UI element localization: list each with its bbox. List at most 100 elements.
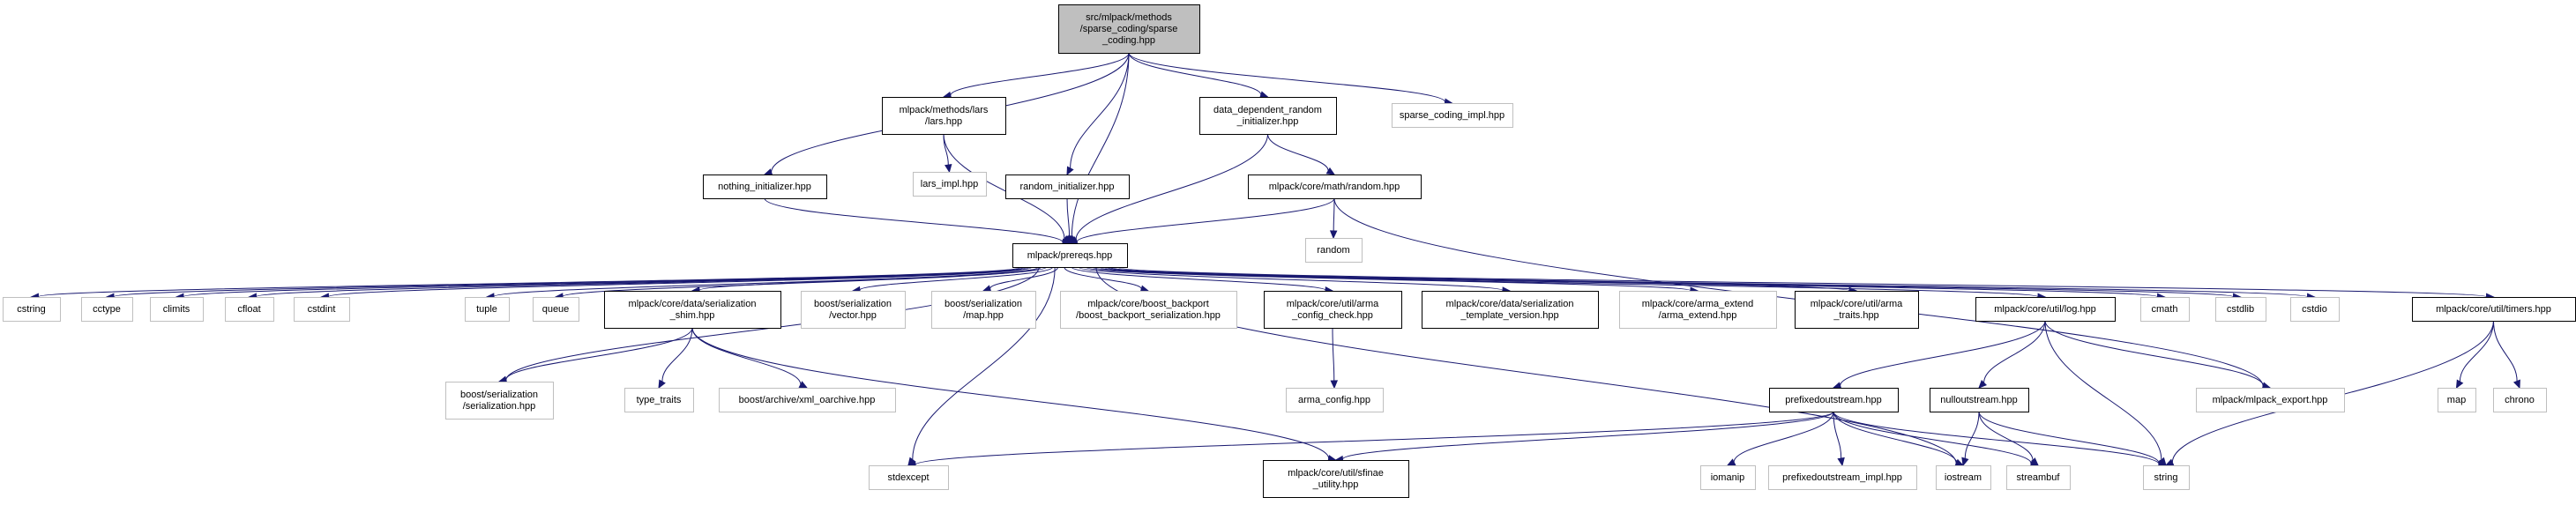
node-box	[703, 175, 827, 199]
node-nothing-initializer[interactable]: nothing_initializer.hpp	[703, 175, 827, 199]
edge-line	[1983, 320, 2046, 383]
node-arma-traits[interactable]: mlpack/core/util/arma_traits.hpp	[1795, 291, 1919, 329]
node-label-line: mlpack/core/math/random.hpp	[1269, 182, 1400, 192]
node-box	[294, 297, 350, 322]
node-prereqs[interactable]: mlpack/prereqs.hpp	[1012, 243, 1128, 268]
node-box	[2493, 388, 2547, 412]
node-label-line: boost/serialization	[945, 299, 1022, 309]
node-label-line: tuple	[476, 304, 497, 315]
edge-line	[1833, 411, 1958, 464]
node-label-line: mlpack/core/arma_extend	[1642, 299, 1754, 309]
node-nulloutstream[interactable]: nulloutstream.hpp	[1930, 388, 2029, 412]
node-box	[1305, 238, 1363, 263]
node-label-line: cstdint	[308, 304, 336, 315]
edge-arrowhead	[1978, 379, 1988, 389]
node-box	[1392, 103, 1513, 128]
node-box	[1930, 388, 2029, 412]
node-random-initializer[interactable]: random_initializer.hpp	[1005, 175, 1130, 199]
node-box	[2438, 388, 2476, 412]
node-cstring: cstring	[3, 297, 61, 322]
node-math-random[interactable]: mlpack/core/math/random.hpp	[1248, 175, 1422, 199]
edge-line	[2459, 320, 2494, 382]
node-iostream: iostream	[1936, 465, 1991, 490]
edge-prefixedoutstream-to-iomanip	[1726, 411, 1834, 466]
graph-edges	[30, 52, 2520, 469]
edge-line	[1091, 266, 1850, 292]
edge-line	[505, 327, 693, 381]
node-label-line: stdexcept	[887, 472, 929, 483]
edge-prefixedoutstream-to-stdexcept	[907, 411, 1834, 469]
edge-line	[859, 266, 1054, 291]
node-prefixedoutstream[interactable]: prefixedoutstream.hpp	[1769, 388, 1899, 412]
edge-log-to-mlpack-export	[2044, 320, 2272, 390]
node-label-line: mlpack/core/boost_backport	[1087, 299, 1209, 309]
node-label-line: mlpack/prereqs.hpp	[1027, 250, 1113, 261]
edge-line	[1116, 266, 2487, 298]
node-label-line: chrono	[2505, 395, 2535, 405]
node-label-line: queue	[542, 304, 570, 315]
node-sfinae[interactable]: mlpack/core/util/sfinae_utility.hpp	[1263, 460, 1409, 498]
node-box	[1058, 4, 1200, 54]
node-box	[931, 291, 1036, 329]
edge-arrowhead	[1325, 167, 1336, 175]
node-label-line: cstdio	[2302, 304, 2327, 315]
node-ser-shim[interactable]: mlpack/core/data/serialization_shim.hpp	[604, 291, 781, 329]
edge-prefixedoutstream-to-string	[1833, 411, 2168, 468]
node-box	[1700, 465, 1756, 490]
edge-line	[1964, 411, 1980, 459]
edge-line	[1070, 52, 1130, 168]
edge-line	[2044, 320, 2162, 460]
node-ser-template[interactable]: mlpack/core/data/serialization_template_…	[1422, 291, 1599, 329]
node-data-dependent[interactable]: data_dependent_random_initializer.hpp	[1199, 97, 1337, 135]
node-timers[interactable]: mlpack/core/util/timers.hpp	[2412, 297, 2576, 322]
edge-arrowhead	[1832, 382, 1842, 390]
node-label-line: random	[1317, 245, 1349, 256]
node-label-line: cmath	[2152, 304, 2178, 315]
node-label-line: /lars.hpp	[925, 116, 962, 127]
node-prefixedoutstream-impl: prefixedoutstream_impl.hpp	[1768, 465, 1917, 490]
node-label-line: mlpack/core/data/serialization	[1446, 299, 1574, 309]
edge-line	[1833, 411, 2032, 464]
node-label-line: nothing_initializer.hpp	[718, 182, 811, 192]
edge-line	[1128, 52, 1446, 103]
edge-line	[1978, 411, 2160, 464]
node-label-line: data_dependent_random	[1213, 105, 1322, 115]
node-log[interactable]: mlpack/core/util/log.hpp	[1975, 297, 2116, 322]
edge-arrowhead	[945, 163, 952, 174]
edge-sparse-coding-to-random-initializer	[1066, 52, 1130, 176]
node-label-line: boost/serialization	[814, 299, 892, 309]
node-tuple: tuple	[465, 297, 510, 322]
node-stdexcept: stdexcept	[869, 465, 949, 490]
edge-arrowhead	[2029, 457, 2039, 466]
node-label-line: cctype	[93, 304, 121, 315]
node-label-line: /map.hpp	[963, 310, 1004, 321]
node-boost-backport: mlpack/core/boost_backport/boost_backpor…	[1060, 291, 1237, 329]
node-queue: queue	[533, 297, 579, 322]
graph-nodes: src/mlpack/methods/sparse_coding/sparse_…	[3, 4, 2576, 498]
node-label-line: _coding.hpp	[1101, 35, 1155, 46]
edge-arrowhead	[1066, 166, 1074, 176]
edge-line	[1109, 266, 2308, 298]
node-iomanip: iomanip	[1700, 465, 1756, 490]
node-label-line: map	[2447, 395, 2466, 405]
edge-line	[1833, 411, 1842, 459]
node-lars[interactable]: mlpack/methods/lars/lars.hpp	[882, 97, 1006, 135]
node-label-line: sparse_coding_impl.hpp	[1400, 110, 1505, 121]
edge-nulloutstream-to-streambuf	[1978, 411, 2039, 466]
node-cstdio: cstdio	[2290, 297, 2340, 322]
node-sparse-coding: src/mlpack/methods/sparse_coding/sparse_…	[1058, 4, 1200, 54]
edge-line	[2044, 320, 2264, 386]
node-box	[1286, 388, 1384, 412]
node-arma-config-check[interactable]: mlpack/core/util/arma_config_check.hpp	[1264, 291, 1402, 329]
node-box	[2412, 297, 2576, 322]
edge-line	[1341, 411, 1834, 460]
node-label-line: _config_check.hpp	[1291, 310, 1373, 321]
node-box	[2140, 297, 2190, 322]
edge-line	[1733, 411, 1834, 463]
edge-arrowhead	[2513, 379, 2520, 390]
edge-timers-to-chrono	[2493, 320, 2520, 390]
node-mlpack-export: mlpack/mlpack_export.hpp	[2196, 388, 2345, 412]
node-label-line: mlpack/methods/lars	[900, 105, 989, 115]
edge-line	[661, 327, 693, 382]
